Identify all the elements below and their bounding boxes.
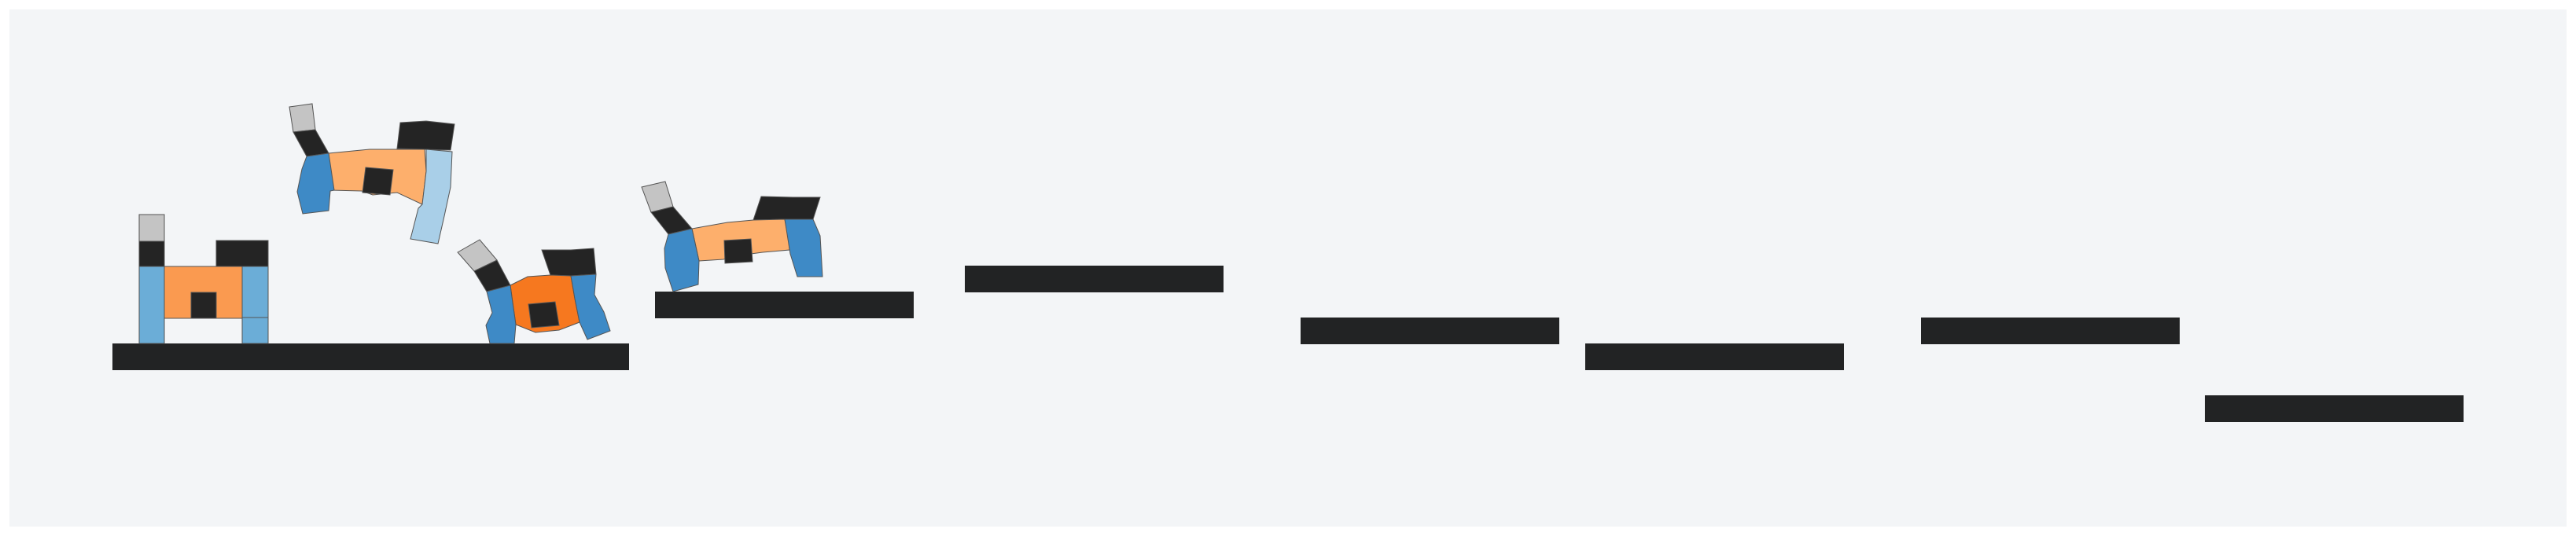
back-leg	[784, 218, 823, 277]
front-leg	[138, 266, 165, 344]
head-block	[289, 103, 316, 133]
hip-block	[362, 167, 394, 196]
front-leg	[664, 228, 700, 292]
hip-block	[528, 301, 560, 329]
platform-5	[1585, 343, 1844, 370]
platform-4	[1301, 318, 1559, 344]
platform-6	[1921, 318, 2180, 344]
tail-block	[753, 196, 821, 221]
play-area	[9, 9, 2567, 527]
tail-block	[541, 248, 597, 277]
back-foot	[241, 317, 269, 344]
tail-block	[396, 120, 455, 151]
walker-pose-crouching	[457, 239, 611, 344]
front-leg	[485, 285, 517, 344]
back-leg	[570, 274, 611, 340]
neck-block	[138, 240, 165, 267]
tail-block	[215, 240, 269, 267]
head-block	[138, 214, 165, 242]
hip-block	[190, 292, 217, 319]
walker-pose-standing	[138, 214, 269, 344]
back-leg	[410, 149, 453, 244]
front-leg	[296, 152, 335, 215]
hip-block	[723, 238, 753, 264]
platform-7	[2205, 395, 2464, 422]
platform-2	[655, 292, 914, 318]
platform-1	[112, 343, 629, 370]
walker-pose-landing	[641, 181, 823, 292]
platforms	[112, 266, 2464, 422]
platform-3	[965, 266, 1224, 292]
walker-pose-leaping	[289, 103, 455, 244]
